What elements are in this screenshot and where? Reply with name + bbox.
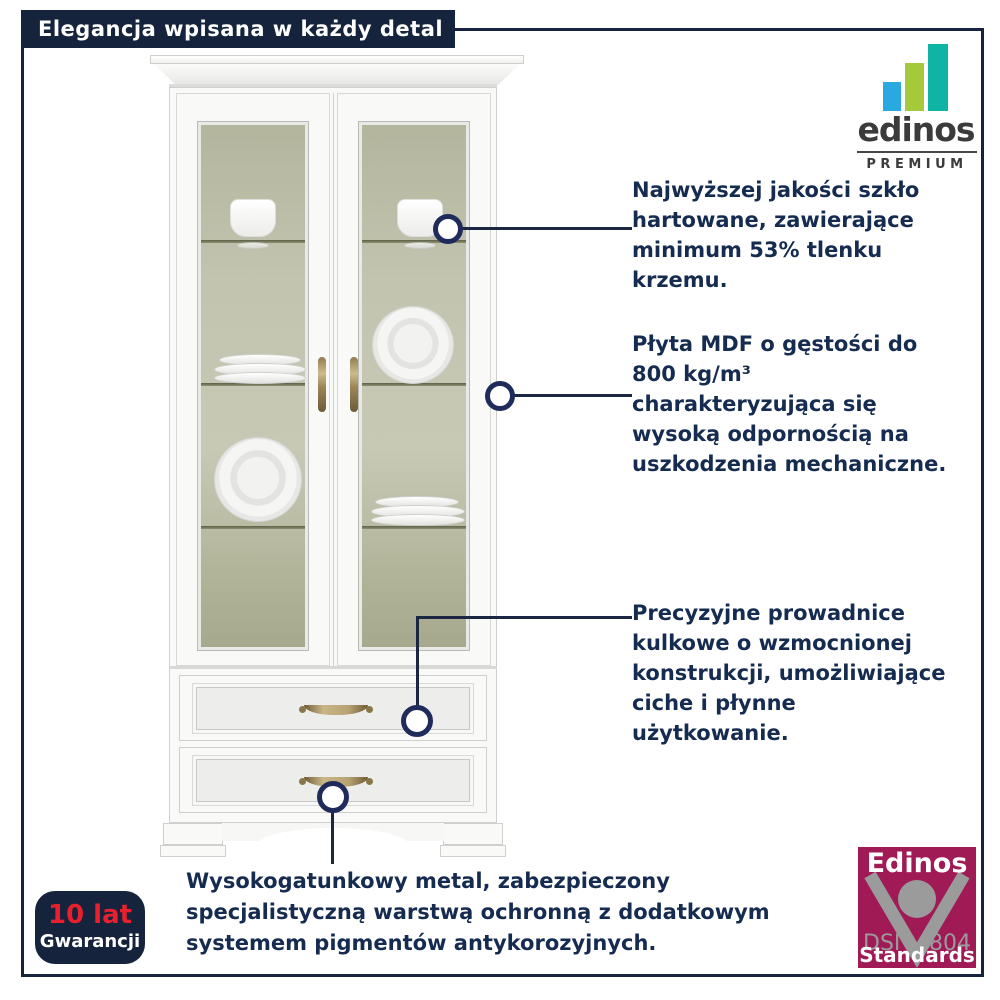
callout-text-line: ciche i płynne [632, 691, 796, 715]
door-handle-right [350, 357, 358, 412]
cabinet-foot-left-plinth [160, 845, 226, 857]
cabinet-door-gap [333, 93, 334, 666]
standards-label: Standards [859, 943, 975, 967]
headline-banner: Elegancja wpisana w każdy detal [21, 10, 455, 48]
frame-left-line [21, 10, 24, 976]
callout-line-slides-v [416, 616, 419, 708]
drawer-handle-screw [366, 778, 373, 785]
callout-marker-metal [317, 781, 349, 813]
callout-text-line: Najwyższej jakości szkło [632, 178, 920, 202]
warranty-label: Gwarancji [39, 931, 141, 952]
callout-text-metal: Wysokogatunkowy metal, zabezpieczony spe… [186, 866, 770, 959]
cabinet-cornice-shadow [169, 84, 497, 87]
glass-shelf [201, 383, 305, 386]
standing-plate-left [214, 437, 302, 522]
callout-text-slides: Precyzyjne prowadnice kulkowe o wzmocnio… [632, 598, 945, 748]
warranty-years: 10 lat [47, 900, 133, 930]
callout-text-line: 800 kg/m³ [632, 362, 751, 386]
drawer-handle-screw [366, 706, 373, 713]
callout-text-line: minimum 53% tlenku [632, 238, 883, 262]
logo-brand-text: edinos [857, 110, 975, 149]
glass-shelf [362, 383, 466, 386]
standards-left-code: DSI [863, 931, 901, 956]
display-cup-right-shadow [404, 242, 436, 249]
callout-marker-glass [433, 214, 463, 244]
callout-text-line: specjalistyczną warstwą ochronną z dodat… [186, 900, 770, 924]
plate-stack-right [371, 514, 465, 526]
callout-text-line: konstrukcji, umożliwiające [632, 661, 946, 685]
cabinet-foot-right [443, 823, 503, 845]
callout-text-line: użytkowanie. [632, 721, 789, 745]
drawer-handle-screw [299, 706, 306, 713]
callout-text-line: kulkowe o wzmocnionej [632, 631, 912, 655]
logo-divider [857, 151, 977, 153]
door-handle-left [318, 357, 326, 412]
drawer-handle-screw [299, 778, 306, 785]
drawer-upper-handle [304, 705, 368, 715]
display-cup-left-shadow [237, 242, 269, 249]
callout-line-slides-h [416, 616, 632, 619]
standards-badge: Edinos DSI 804 Standards [858, 847, 976, 968]
glass-shelf [201, 526, 305, 529]
display-cup-left [230, 199, 276, 237]
frame-bottom-line [21, 974, 984, 977]
callout-text-line: krzemu. [632, 268, 728, 292]
cabinet-cornice-slope [154, 64, 520, 85]
frame-right-line [981, 28, 984, 977]
callout-line-mdf [512, 394, 632, 397]
logo-bar-teal-icon [928, 44, 948, 111]
cabinet-foot-left [163, 823, 223, 845]
standing-plate-right [372, 306, 454, 384]
callout-marker-mdf [485, 381, 515, 411]
callout-text-mdf: Płyta MDF o gęstości do 800 kg/m³ charak… [632, 329, 946, 479]
callout-text-glass: Najwyższej jakości szkło hartowane, zawi… [632, 175, 919, 295]
logo-bar-green-icon [905, 63, 924, 111]
callout-line-glass [460, 227, 632, 230]
standards-right-code: 804 [929, 931, 971, 956]
callout-line-metal-v [331, 811, 334, 864]
cabinet-cornice-top [150, 55, 524, 64]
callout-text-line: Precyzyjne prowadnice [632, 601, 905, 625]
logo-tagline: PREMIUM [866, 157, 968, 172]
callout-text-line: charakteryzująca się [632, 392, 877, 416]
cabinet-foot-right-plinth [440, 845, 506, 857]
callout-text-line: Płyta MDF o gęstości do [632, 332, 918, 356]
standards-brand: Edinos [866, 848, 968, 879]
callout-text-line: Wysokogatunkowy metal, zabezpieczony [186, 869, 670, 893]
glass-shelf [362, 526, 466, 529]
callout-text-line: systemem pigmentów antykorozyjnych. [186, 931, 657, 955]
standards-check-icon [864, 871, 970, 968]
logo-bar-blue-icon [883, 82, 901, 111]
callout-marker-slides [401, 705, 433, 737]
callout-text-line: hartowane, zawierające [632, 208, 914, 232]
callout-text-line: uszkodzenia mechaniczne. [632, 452, 947, 476]
drawer-divider [169, 666, 497, 669]
callout-text-line: wysoką odpornością na [632, 422, 909, 446]
frame-top-line [455, 28, 984, 31]
warranty-badge: 10 lat Gwarancji [35, 891, 145, 964]
plate-stack-left [214, 372, 306, 384]
